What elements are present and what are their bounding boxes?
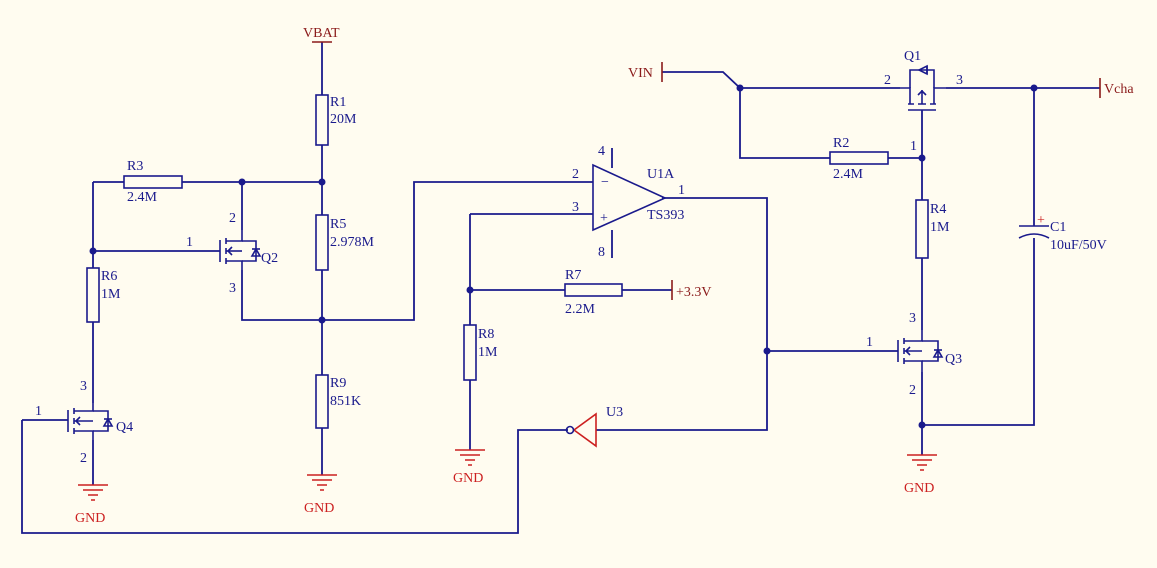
gnd-label: GND (453, 471, 483, 486)
svg-text:R2: R2 (833, 136, 849, 151)
svg-text:TS393: TS393 (647, 208, 684, 223)
svg-text:1: 1 (910, 139, 917, 154)
inverting-input-mark: − (601, 175, 609, 190)
gnd-label: GND (304, 501, 334, 516)
mosfet-q1: Q1 2 3 1 (884, 49, 963, 154)
v33-label: +3.3V (676, 285, 712, 300)
noninverting-input-mark: + (600, 211, 608, 226)
svg-text:2: 2 (572, 167, 579, 182)
svg-text:R1: R1 (330, 95, 346, 110)
svg-text:1: 1 (678, 183, 685, 198)
resistor-r4: R4 1M (915, 199, 950, 259)
capacitor-plus-mark: + (1037, 213, 1045, 228)
svg-text:2.4M: 2.4M (127, 190, 158, 205)
resistor-r3: R3 2.4M (123, 159, 183, 205)
svg-text:3: 3 (909, 311, 916, 326)
inverter-u3: U3 (565, 405, 623, 448)
vbat-label: VBAT (303, 26, 340, 41)
svg-text:1M: 1M (930, 220, 950, 235)
gnd-symbol-r8: GND (453, 449, 485, 486)
v33-port: +3.3V (671, 280, 712, 300)
svg-text:851K: 851K (330, 394, 361, 409)
junction-dots (89, 84, 1038, 429)
mosfet-q2: Q2 1 2 3 (186, 211, 278, 296)
mosfet-q3: Q3 1 3 2 (866, 311, 962, 398)
gnd-symbol-r9: GND (304, 474, 337, 516)
resistor-r8: R8 1M (463, 324, 498, 381)
gnd-symbol-q4: GND (75, 484, 108, 526)
svg-text:10uF/50V: 10uF/50V (1050, 238, 1107, 253)
svg-text:3: 3 (229, 281, 236, 296)
svg-text:1M: 1M (478, 345, 498, 360)
svg-text:2.4M: 2.4M (833, 167, 864, 182)
svg-text:4: 4 (598, 144, 605, 159)
vin-port: VIN (628, 62, 663, 82)
comparator-u1a: − + U1A TS393 2 3 1 4 8 (572, 144, 685, 260)
svg-text:R4: R4 (930, 202, 946, 217)
svg-text:3: 3 (956, 73, 963, 88)
svg-text:2: 2 (229, 211, 236, 226)
svg-text:U1A: U1A (647, 167, 675, 182)
gnd-label: GND (904, 481, 934, 496)
svg-text:R7: R7 (565, 268, 581, 283)
svg-text:1: 1 (35, 404, 42, 419)
resistor-r6: R6 1M (86, 267, 121, 323)
vin-label: VIN (628, 66, 653, 81)
svg-text:3: 3 (572, 200, 579, 215)
svg-text:3: 3 (80, 379, 87, 394)
svg-text:R9: R9 (330, 376, 346, 391)
resistor-r7: R7 2.2M (564, 268, 623, 317)
svg-text:Q3: Q3 (945, 352, 962, 367)
svg-text:2.978M: 2.978M (330, 235, 375, 250)
svg-text:R6: R6 (101, 269, 117, 284)
vbat-port: VBAT (303, 26, 340, 43)
svg-text:2: 2 (80, 451, 87, 466)
resistor-r1: R1 20M (315, 94, 357, 146)
svg-text:R8: R8 (478, 327, 494, 342)
wires (21, 42, 1100, 534)
svg-text:Q1: Q1 (904, 49, 921, 64)
svg-text:2: 2 (909, 383, 916, 398)
resistor-r9: R9 851K (315, 374, 361, 429)
svg-text:Q4: Q4 (116, 420, 133, 435)
gnd-label: GND (75, 511, 105, 526)
mosfet-q4: Q4 1 3 2 (35, 379, 133, 466)
svg-text:1M: 1M (101, 287, 121, 302)
svg-text:1: 1 (186, 235, 193, 250)
svg-text:C1: C1 (1050, 220, 1066, 235)
resistor-r2: R2 2.4M (829, 136, 889, 182)
svg-text:2: 2 (884, 73, 891, 88)
svg-text:U3: U3 (606, 405, 623, 420)
vcha-label: Vcha (1104, 82, 1134, 97)
svg-text:Q2: Q2 (261, 251, 278, 266)
capacitor-c1: + C1 10uF/50V (1018, 213, 1107, 253)
vcha-port: Vcha (1099, 78, 1134, 98)
svg-text:1: 1 (866, 335, 873, 350)
resistor-r5: R5 2.978M (315, 214, 375, 271)
gnd-symbol-q3: GND (904, 454, 937, 496)
svg-text:20M: 20M (330, 112, 357, 127)
svg-text:8: 8 (598, 245, 605, 260)
svg-text:2.2M: 2.2M (565, 302, 596, 317)
svg-text:R5: R5 (330, 217, 346, 232)
svg-text:R3: R3 (127, 159, 143, 174)
